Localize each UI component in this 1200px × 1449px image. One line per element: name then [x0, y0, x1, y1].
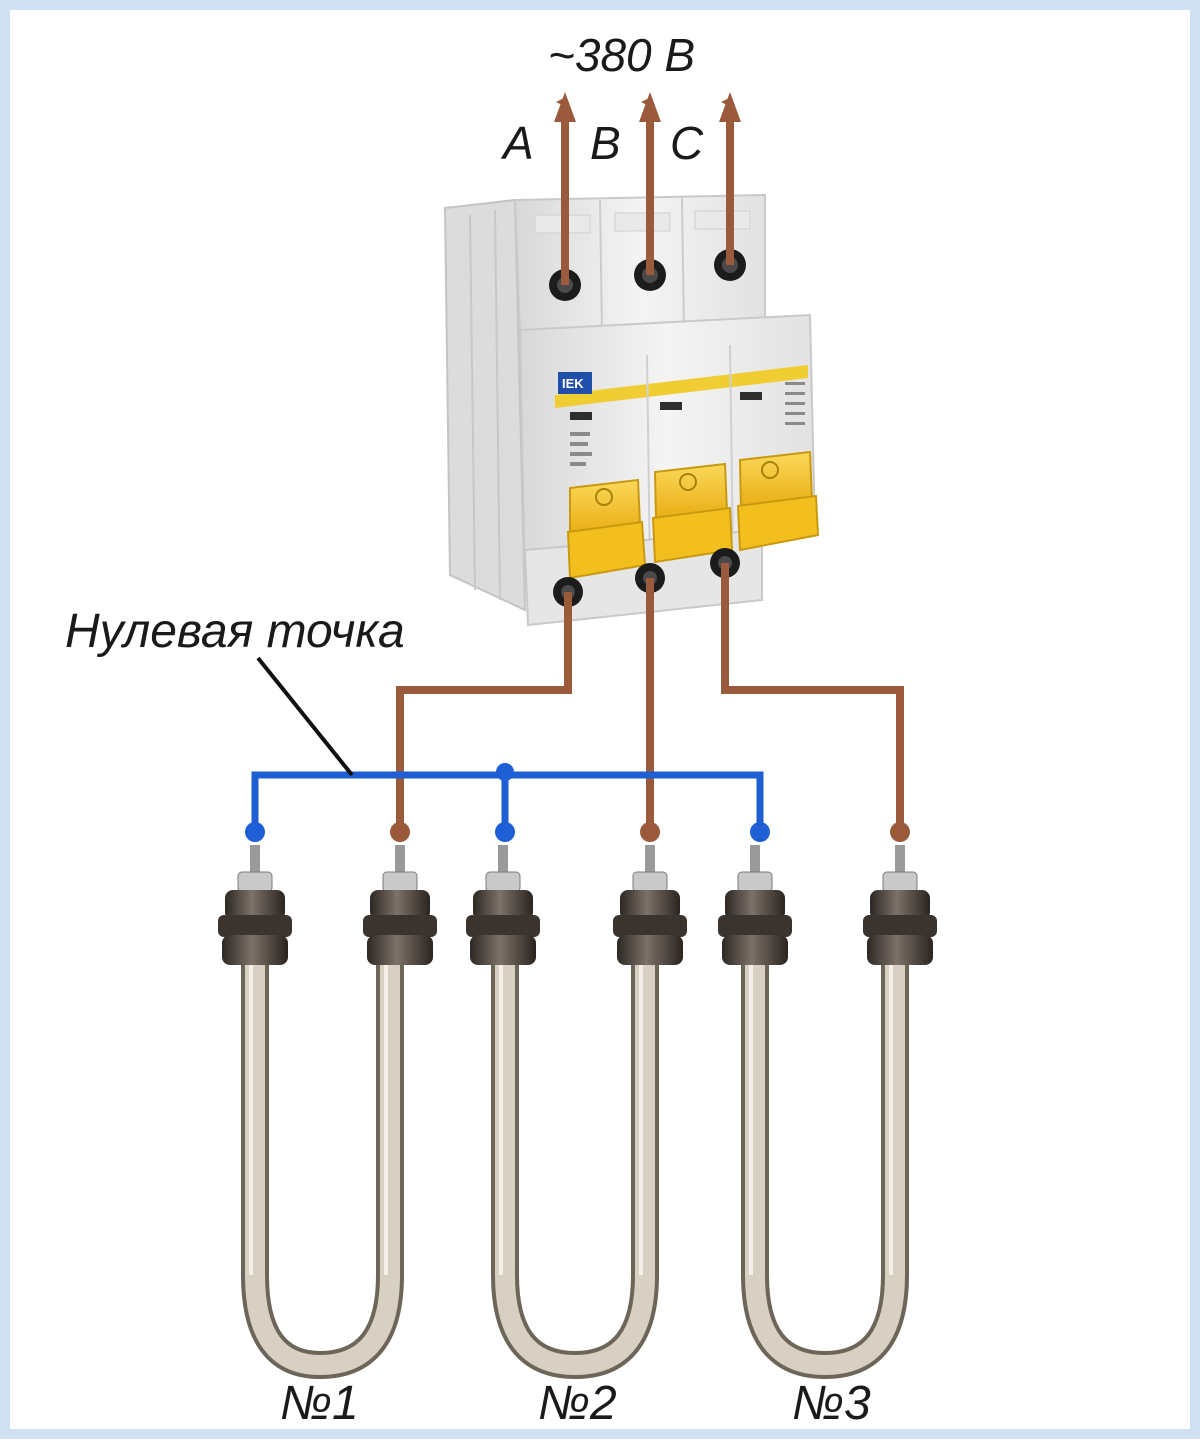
heater-terminal — [863, 845, 937, 965]
heater-terminal — [218, 845, 292, 965]
phase-input-arrows — [556, 97, 734, 285]
heater-terminal — [613, 845, 687, 965]
breaker-handle — [651, 462, 734, 564]
heater-element-3 — [718, 845, 937, 1380]
heater-terminal — [466, 845, 540, 965]
heater-1-label: №1 — [280, 1377, 359, 1430]
phase-a-label: A — [503, 117, 534, 169]
heater-2-label: №2 — [538, 1377, 617, 1430]
heater-3-label: №3 — [792, 1377, 871, 1430]
neutral-connection-dots — [245, 822, 770, 842]
neutral-point-label: Нулевая точка — [65, 605, 405, 658]
circuit-breaker: IEK — [443, 193, 820, 627]
phase-b-label: B — [590, 117, 621, 169]
neutral-leader-line — [256, 656, 354, 777]
phase-connection-dots — [390, 822, 910, 842]
breaker-handle — [736, 450, 820, 552]
heater-terminal — [363, 845, 437, 965]
phase-a-wire — [396, 592, 572, 832]
breaker-brand: IEK — [562, 376, 584, 391]
breaker-handle — [566, 478, 647, 580]
wiring-diagram: IEK — [218, 92, 937, 1380]
heater-element-2 — [466, 845, 687, 1380]
phase-c-wire — [721, 563, 904, 832]
supply-voltage-label: ~380 В — [548, 29, 696, 81]
heater-element-1 — [218, 845, 437, 1380]
heater-terminal — [718, 845, 792, 965]
phase-c-label: C — [670, 117, 704, 169]
